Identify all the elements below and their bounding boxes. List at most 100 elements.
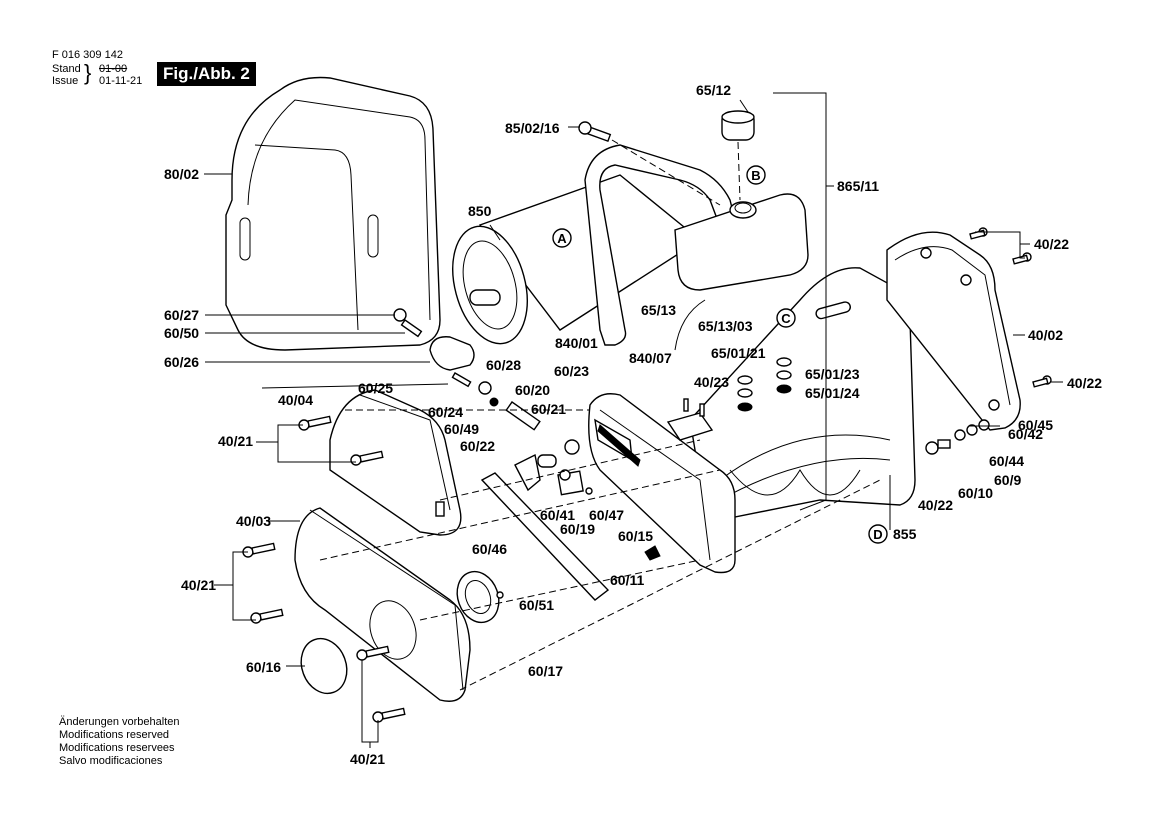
label-60-10: 60/10 [958, 485, 993, 501]
label-60-49: 60/49 [444, 421, 479, 437]
ref-marker-C: C [776, 308, 796, 328]
label-60-41: 60/41 [540, 507, 575, 523]
label-850: 850 [468, 203, 492, 219]
disc-60-16 [300, 637, 348, 695]
svg-text:C: C [781, 311, 791, 326]
ref-marker-D: D [868, 524, 888, 544]
label-60-25: 60/25 [358, 380, 393, 396]
clip-60-22 [514, 453, 541, 492]
label-60-19: 60/19 [560, 521, 595, 537]
label-865-11: 865/11 [837, 178, 879, 194]
leader-lines [204, 92, 1063, 748]
washer-60-28 [478, 381, 492, 395]
label-40-21-c: 40/21 [350, 751, 385, 767]
end-cover-40-04 [329, 389, 462, 536]
ref-marker-A: A [552, 228, 572, 248]
brace-icon: } [84, 60, 92, 85]
label-840-01: 840/01 [555, 335, 598, 351]
figure-badge: Fig./Abb. 2 [157, 62, 256, 86]
hose-65-13 [674, 299, 706, 351]
label-60-20: 60/20 [515, 382, 550, 398]
label-60-51: 60/51 [519, 597, 554, 613]
label-80-02: 80/02 [164, 166, 199, 182]
sleeve-60-21 [537, 454, 557, 468]
issue-value: 01-11-21 [99, 75, 143, 87]
label-60-26: 60/26 [164, 354, 199, 370]
label-40-21-b: 40/21 [181, 577, 216, 593]
label-60-22: 60/22 [460, 438, 495, 454]
part-labels: 80/02 85/02/16 65/12 865/11 850 40/22 60… [164, 82, 1102, 767]
label-40-03: 40/03 [236, 513, 271, 529]
label-65-01-24: 65/01/24 [805, 385, 860, 401]
label-60-15: 60/15 [618, 528, 653, 544]
drum-850 [452, 174, 702, 345]
screws-40-22 [969, 227, 1052, 388]
modification-notes: Änderungen vorbehalten Modifications res… [59, 716, 179, 768]
label-60-46: 60/46 [472, 541, 507, 557]
label-60-17: 60/17 [528, 663, 563, 679]
note-fr: Modifications reservees [59, 742, 175, 754]
label-65-13: 65/13 [641, 302, 676, 318]
rear-cover-80-02 [225, 76, 441, 351]
label-60-11: 60/11 [610, 572, 644, 588]
svg-text:A: A [557, 231, 567, 246]
label-60-28: 60/28 [486, 357, 521, 373]
svg-text:B: B [751, 168, 760, 183]
label-60-24: 60/24 [428, 404, 463, 420]
label-840-07: 840/07 [629, 350, 672, 366]
label-65-12: 65/12 [696, 82, 731, 98]
part-number: F 016 309 142 [52, 49, 123, 61]
handle [584, 144, 741, 346]
nut-60-51 [496, 591, 504, 599]
spring-60-25 [451, 372, 472, 388]
clip-60-11 [644, 545, 661, 561]
screw-85-02-16 [578, 121, 721, 206]
label-60-23: 60/23 [554, 363, 589, 379]
note-de: Änderungen vorbehalten [59, 716, 180, 728]
reel-855 [719, 434, 891, 501]
nut-60-23 [564, 439, 580, 455]
washer-stack-65-01 [683, 357, 792, 417]
label-855: 855 [893, 526, 917, 542]
right-cover-40-02 [886, 231, 1021, 431]
label-60-21: 60/21 [531, 401, 566, 417]
stand-label: Stand [52, 63, 81, 75]
pin-60-47 [585, 487, 593, 495]
issue-label: Issue [52, 75, 79, 87]
cap-65-12 [721, 110, 755, 201]
note-es: Salvo modificaciones [59, 755, 163, 767]
ref-marker-B: B [746, 165, 766, 185]
label-40-21-a: 40/21 [218, 433, 253, 449]
screws-40-21 [242, 415, 406, 723]
label-40-22-mid: 40/22 [1067, 375, 1102, 391]
label-60-27: 60/27 [164, 307, 199, 323]
label-60-42: 60/42 [1008, 426, 1043, 442]
washer-60-41 [559, 469, 571, 481]
label-60-16: 60/16 [246, 659, 281, 675]
label-65-13-03: 65/13/03 [698, 318, 753, 334]
assembly-lines [319, 409, 881, 691]
washer-60-49 [489, 397, 499, 407]
label-40-22-top: 40/22 [1034, 236, 1069, 252]
label-60-44: 60/44 [989, 453, 1024, 469]
label-60-45: 60/45 [1018, 417, 1053, 433]
outer-cover-40-03 [294, 507, 471, 702]
label-85-02-16: 85/02/16 [505, 120, 560, 136]
knob-60-26 [393, 308, 475, 371]
label-40-02: 40/02 [1028, 327, 1063, 343]
bolt-60-20 [505, 401, 541, 431]
bracket-840-07 [666, 412, 714, 441]
svg-text:D: D [873, 527, 882, 542]
label-60-9: 60/9 [994, 472, 1021, 488]
label-60-47: 60/47 [589, 507, 624, 523]
label-60-50: 60/50 [164, 325, 199, 341]
note-en: Modifications reserved [59, 729, 170, 741]
label-65-01-21: 65/01/21 [711, 345, 766, 361]
stand-value: 01-00 [99, 63, 128, 75]
label-40-04: 40/04 [278, 392, 313, 408]
label-40-22-low: 40/22 [918, 497, 953, 513]
label-65-01-23: 65/01/23 [805, 366, 860, 382]
tank-865-11 [674, 193, 809, 291]
